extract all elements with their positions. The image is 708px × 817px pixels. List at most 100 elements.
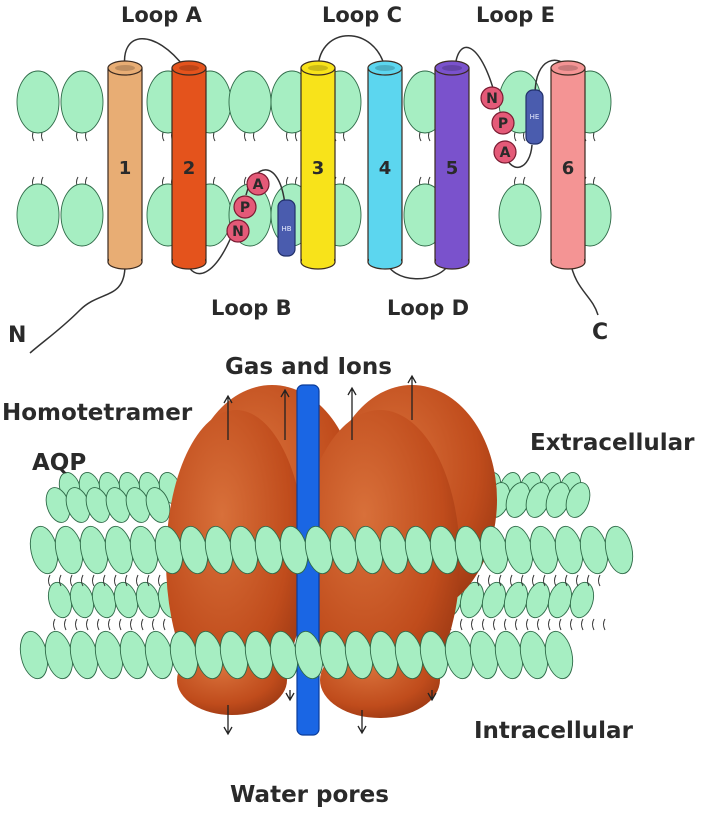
half-helix-hb: HB	[277, 199, 296, 257]
lipid-tail	[537, 618, 540, 631]
helix-join	[109, 254, 141, 262]
helix-5: 5	[434, 60, 470, 270]
lipid-head	[544, 630, 574, 680]
c-terminus-label: C	[592, 320, 609, 345]
lipid-tail	[477, 574, 480, 587]
loop-e-label: Loop E	[476, 3, 555, 27]
lipid-tail	[499, 574, 502, 587]
half-helix-hb-text: HB	[281, 225, 291, 233]
lipid-tail	[136, 574, 139, 587]
n-terminus-tail	[29, 264, 126, 354]
helix-cap-hole	[442, 65, 462, 71]
back-lipid-rows	[45, 472, 606, 631]
helix-cap-hole	[375, 65, 395, 71]
arrow-up	[347, 386, 357, 440]
helix-3: 3	[300, 60, 336, 270]
lipid-tail	[81, 574, 84, 587]
lipid-tail	[510, 574, 513, 587]
tetramer-diagram	[19, 374, 634, 736]
helix-body	[367, 67, 403, 263]
arrow-up	[280, 388, 290, 440]
lipid-tail	[53, 618, 56, 631]
helix-number: 1	[119, 158, 132, 179]
lipid-tail	[559, 618, 562, 631]
arrow-up	[223, 394, 233, 440]
npa-motif-e: N P A	[480, 86, 517, 164]
loop-a-label: Loop A	[121, 3, 202, 27]
half-helix-he-body	[525, 89, 544, 145]
helix-join	[173, 254, 205, 262]
lipid-tail	[570, 618, 573, 631]
lipid-tail	[158, 574, 161, 587]
n-terminus-label: N	[8, 323, 27, 348]
lipid-tail	[554, 574, 557, 587]
loop-a-line	[123, 38, 186, 69]
half-helix-hb-body	[277, 199, 296, 257]
helix-number: 2	[183, 158, 196, 179]
helix-cap-hole	[179, 65, 199, 71]
lipid-tail	[598, 574, 601, 587]
helix-body	[107, 67, 143, 263]
helix-number: 4	[379, 158, 392, 179]
arrow-down	[427, 690, 437, 702]
helix-join	[302, 254, 334, 262]
lipid-tail	[163, 618, 166, 631]
lipid-tail	[460, 618, 463, 631]
npa-n-bead	[480, 86, 504, 110]
npa-p-bead	[233, 195, 257, 219]
lipid-tail	[515, 618, 518, 631]
helix-join	[436, 254, 468, 262]
lipid-tail	[130, 618, 133, 631]
lipid-head	[228, 70, 272, 134]
npa-a-bead	[246, 172, 270, 196]
lipid-tail	[48, 574, 51, 587]
lipid-tail	[141, 618, 144, 631]
lipid-tail	[152, 618, 155, 631]
lipid-tail	[504, 618, 507, 631]
lipid-tail	[86, 618, 89, 631]
lipid-head	[16, 183, 60, 247]
helix-cap	[300, 60, 336, 76]
helix-4: 4	[367, 60, 403, 270]
arrow-down	[223, 705, 233, 736]
npa-n-bead	[226, 219, 250, 243]
helix-cap	[107, 60, 143, 76]
lipid-tail	[471, 618, 474, 631]
lipid-tail	[488, 574, 491, 587]
flow-arrows	[223, 374, 437, 736]
helix-cap	[171, 60, 207, 76]
npa-n-text: N	[232, 224, 244, 240]
lipid-tail	[108, 618, 111, 631]
lipid-tail	[543, 574, 546, 587]
helix-2: 2	[171, 60, 207, 270]
lipid-tail	[147, 574, 150, 587]
water-pores-label: Water pores	[230, 782, 389, 808]
npa-p-text: P	[498, 116, 508, 132]
npa-p-bead	[491, 111, 515, 135]
arrow-down	[357, 710, 367, 735]
lipid-tail	[59, 574, 62, 587]
front-lipid-rows	[19, 525, 634, 680]
arrow-up	[407, 374, 417, 420]
lipid-tail	[532, 574, 535, 587]
lipid-tail	[576, 574, 579, 587]
lipid-tail	[603, 618, 606, 631]
lipid-tail	[521, 574, 524, 587]
lipid-head	[565, 482, 591, 518]
lipid-tail	[114, 574, 117, 587]
helix-join	[369, 254, 401, 262]
lipid-tail	[92, 574, 95, 587]
extracellular-label: Extracellular	[530, 430, 695, 456]
lipid-head	[145, 487, 171, 523]
helix-number: 3	[312, 158, 325, 179]
helix-cap	[367, 60, 403, 76]
npa-motif-b: N P A	[226, 172, 270, 243]
lipid-tail	[119, 618, 122, 631]
lipid-head	[60, 70, 104, 134]
helix-body	[171, 67, 207, 263]
lipid-tail	[64, 618, 67, 631]
gas-and-ions-label: Gas and Ions	[225, 354, 392, 380]
half-helix-he-text: HE	[530, 113, 540, 121]
